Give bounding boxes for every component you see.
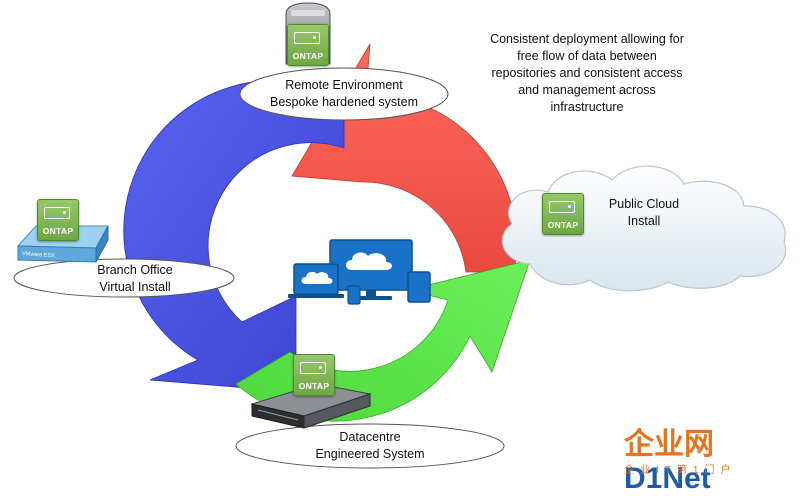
ontap-badge-label: ONTAP <box>547 220 579 230</box>
ontap-badge-remote: ONTAP <box>287 24 329 66</box>
watermark-tagline: 企业IT第1门户 <box>624 465 737 476</box>
annotation-line: Consistent deployment allowing for <box>490 32 684 46</box>
vmware-label: VMware ESX <box>22 251 55 259</box>
ontap-badge-icon <box>294 32 320 44</box>
remote-line2: Bespoke hardened system <box>269 95 418 109</box>
ontap-badge-label: ONTAP <box>292 51 324 61</box>
datacentre-label: Datacentre Engineered System <box>270 429 470 463</box>
annotation-line: and management across <box>518 83 656 97</box>
branch-office-label: Branch Office Virtual Install <box>40 262 230 296</box>
devices-icon <box>288 239 431 305</box>
annotation-line: infrastructure <box>550 100 624 114</box>
cloud-line2: Install <box>627 214 661 228</box>
ontap-badge-cloud: ONTAP <box>542 193 584 235</box>
public-cloud-label: Public Cloud Install <box>584 196 704 230</box>
ontap-badge-icon <box>44 207 70 219</box>
remote-environment-label: Remote Environment Bespoke hardened syst… <box>244 77 444 111</box>
branch-label-ellipse <box>13 258 235 298</box>
branch-line1: Branch Office <box>97 263 173 277</box>
watermark-brand-cn: 企业网 <box>624 428 714 461</box>
annotation-text: Consistent deployment allowing for free … <box>462 31 712 116</box>
blue-arrow-icon <box>123 80 345 393</box>
watermark-logo: 企业网D1Net 企业IT第1门户 <box>624 428 800 495</box>
ontap-badge-icon <box>300 362 326 374</box>
remote-line1: Remote Environment <box>285 78 403 92</box>
annotation-line: free flow of data between <box>517 49 657 63</box>
ontap-badge-icon <box>549 201 575 213</box>
cloud-line1: Public Cloud <box>608 197 680 211</box>
ontap-badge-branch: ONTAP <box>37 199 79 241</box>
datacentre-line2: Engineered System <box>315 447 425 461</box>
datacentre-label-ellipse <box>235 423 505 469</box>
annotation-line: repositories and consistent access <box>491 66 683 80</box>
ontap-badge-label: ONTAP <box>298 381 330 391</box>
ontap-badge-label: ONTAP <box>42 226 74 236</box>
ontap-badge-datacentre: ONTAP <box>293 354 335 396</box>
datacentre-line1: Datacentre <box>339 430 401 444</box>
remote-label-ellipse <box>239 67 449 121</box>
branch-line2: Virtual Install <box>99 280 171 294</box>
